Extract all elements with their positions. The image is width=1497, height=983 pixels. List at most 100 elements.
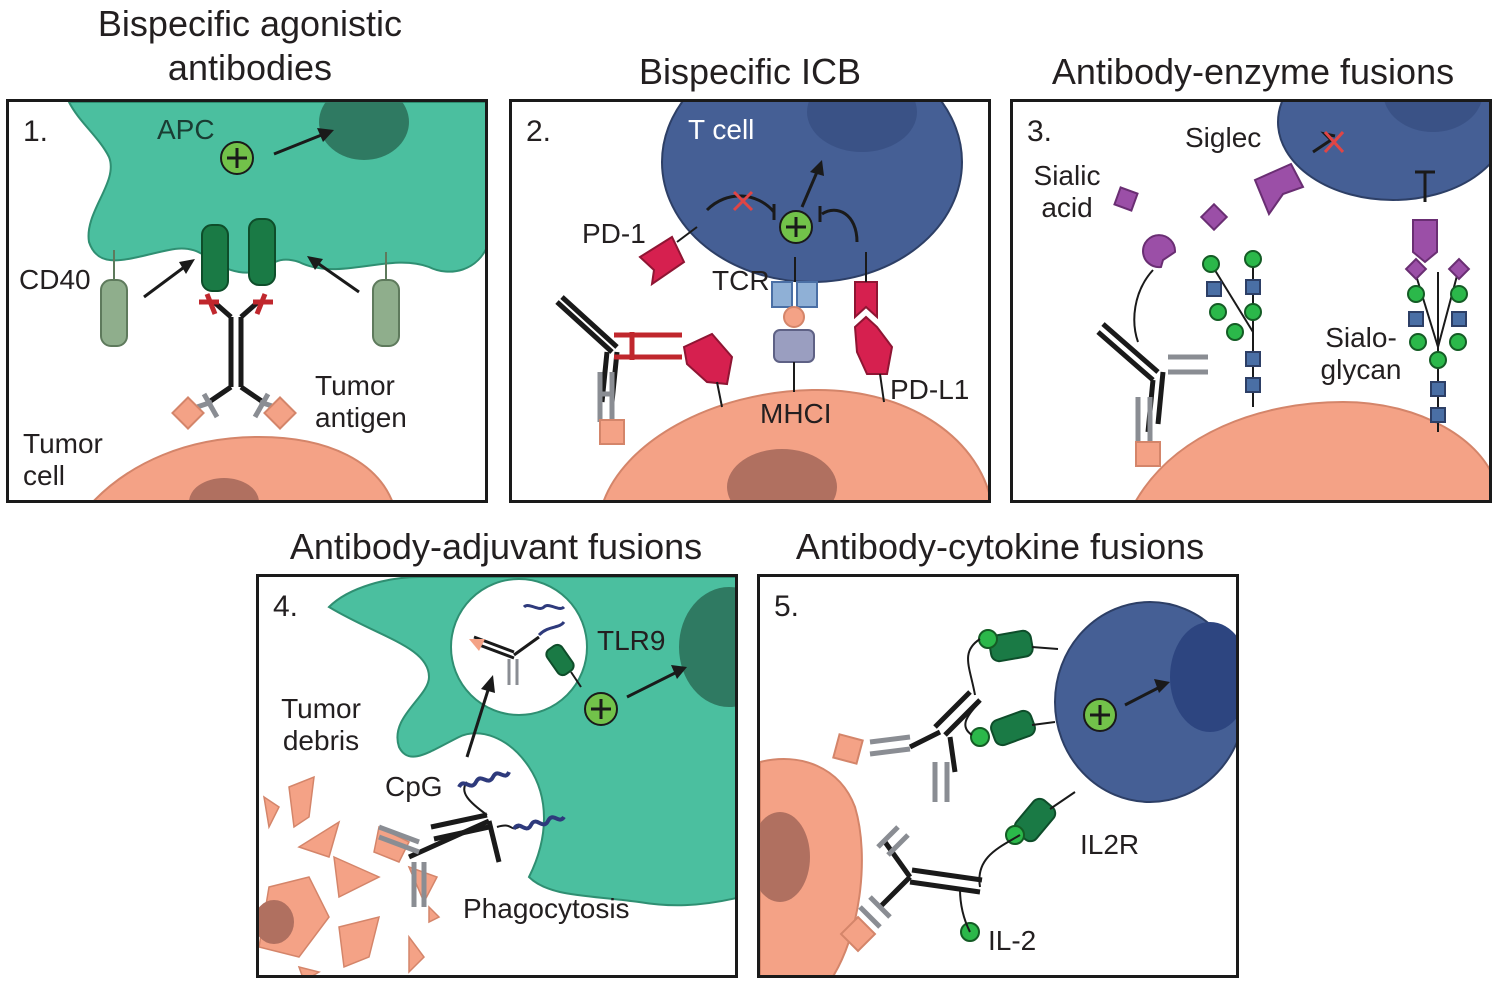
panel5-number: 5. [774, 590, 800, 623]
pdl1-ligand [853, 315, 894, 375]
panel4-illustration [259, 577, 735, 975]
activation-arrow [626, 670, 678, 699]
tumor-debris-line1: Tumor [281, 693, 361, 724]
panel1-illustration [67, 102, 485, 500]
tumor-antigen [599, 419, 625, 445]
panel2-title: Bispecific ICB [638, 51, 862, 92]
tumor-nucleus [189, 478, 259, 500]
tumor-cell-line2: cell [23, 460, 66, 491]
cd40-receptor-active-right [248, 218, 276, 286]
cd40-label: CD40 [19, 264, 91, 295]
tumor-cell [1135, 400, 1489, 500]
cpg-oligo-2 [512, 815, 566, 831]
phagocytosis-label: Phagocytosis [463, 893, 630, 924]
arrow-left [143, 263, 188, 299]
il2r-label: IL2R [1080, 829, 1140, 860]
antibody-cpg-conjugate [378, 781, 520, 907]
sialic-acid-line1: Sialic [1033, 160, 1101, 191]
panel4-number: 4. [273, 590, 299, 623]
panel2-number: 2. [526, 115, 552, 148]
il2-label: IL-2 [988, 925, 1037, 956]
bispecific-antibody [196, 293, 276, 419]
il2r-receptor-2 [990, 709, 1036, 747]
panel3-title: Antibody-enzyme fusions [1051, 51, 1455, 92]
tumor-antigen [1135, 441, 1161, 467]
cd40-receptor-inactive-right [372, 279, 400, 347]
t-cell-nucleus [1170, 622, 1236, 732]
antibody [1096, 322, 1208, 442]
tumor-antigen-line1: Tumor [315, 370, 395, 401]
pd1-label: PD-1 [582, 218, 646, 249]
panel5-illustration [760, 601, 1236, 975]
tumor-debris-label: Tumor debris [273, 693, 369, 757]
tumor-antigen-right [263, 396, 297, 430]
antibody-cytokine-upper [869, 638, 982, 802]
panel-4-antibody-adjuvant: 4. TLR9 Tumor debris CpG Phagocytosis [256, 574, 738, 978]
mhci-label: MHCI [760, 398, 832, 429]
debris-nucleus [259, 900, 294, 944]
panel5-title: Antibody-cytokine fusions [795, 526, 1205, 567]
panel-2-bispecific-icb: 2. T cell PD-1 TCR MHCI PD-L1 [509, 99, 991, 503]
tumor-cell [93, 435, 393, 500]
sialidase-enzyme [1142, 234, 1177, 269]
tumor-cell-label: Tumor cell [23, 428, 103, 492]
tcr-label: TCR [712, 265, 770, 296]
t-cell-label: T cell [688, 114, 755, 145]
cpg-oligo-1 [457, 770, 511, 789]
phagosome [450, 578, 588, 716]
pdl1-label: PD-L1 [890, 374, 970, 405]
apc-cell [327, 577, 735, 907]
mhci-molecule [773, 329, 815, 363]
il2r-receptor-1 [988, 629, 1034, 663]
sialoglycan-line1: Sialo- [1325, 322, 1397, 353]
panel3-number: 3. [1027, 115, 1053, 148]
pdl1-bound [682, 332, 734, 386]
tumor-nucleus [727, 449, 837, 500]
antigen-peptide [783, 306, 805, 328]
tumor-nucleus [760, 812, 810, 902]
sialic-acid-free-1 [1113, 186, 1139, 212]
panel1-title-line1: Bispecific agonistic [97, 3, 403, 44]
siglec-receptor-right [1412, 219, 1438, 264]
sialoglycan-line2: glycan [1320, 354, 1402, 385]
tumor-debris-line2: debris [282, 725, 360, 756]
tumor-cell [603, 388, 988, 500]
cd40-receptor-active-left [201, 224, 229, 292]
bispecific-icb-antibody [555, 295, 682, 422]
panel1-number: 1. [23, 115, 49, 148]
panel4-title: Antibody-adjuvant fusions [289, 526, 703, 567]
cpg-label: CpG [385, 771, 443, 802]
activation-arrow [1124, 685, 1161, 707]
tumor-antigen-lower [839, 915, 877, 953]
tcr-receptor [771, 281, 818, 308]
panel-5-antibody-cytokine: 5. IL2R IL-2 [757, 574, 1239, 978]
t-cell-nucleus [807, 102, 917, 152]
tumor-antigen-label: Tumor antigen [315, 370, 407, 434]
panel1-title: Bispecific agonistic antibodies [60, 2, 440, 90]
tumor-antigen-line2: antigen [315, 402, 407, 433]
glycan-desialylated [1202, 250, 1262, 407]
arrow-right [315, 260, 360, 294]
pd1-receptor [638, 235, 686, 287]
apc-cell [67, 102, 485, 274]
tlr9-label: TLR9 [597, 625, 666, 656]
tumor-antigen-upper [832, 733, 864, 765]
panel3-illustration [1096, 102, 1489, 500]
apc-nucleus [679, 587, 735, 707]
phagocytosis-arrow [465, 686, 491, 758]
panel2-illustration [555, 102, 988, 500]
activation-arrow [273, 132, 325, 156]
tumor-antigen-left [171, 396, 205, 430]
apc-label: APC [157, 114, 215, 145]
cd40-receptor-inactive-left [100, 279, 128, 347]
siglec-receptor [1253, 162, 1305, 217]
antibody-cytokine-lower [858, 825, 1021, 933]
siglec-label: Siglec [1185, 122, 1262, 153]
apc-nucleus [319, 102, 409, 160]
pd1-receptor-right [854, 281, 878, 320]
tlr9-receptor [545, 643, 575, 677]
activation-arrow [800, 171, 819, 208]
sialoglycan-label: Sialo- glycan [1313, 322, 1409, 386]
il2-cytokine-2 [970, 727, 990, 747]
panel1-title-line2: antibodies [167, 47, 333, 88]
